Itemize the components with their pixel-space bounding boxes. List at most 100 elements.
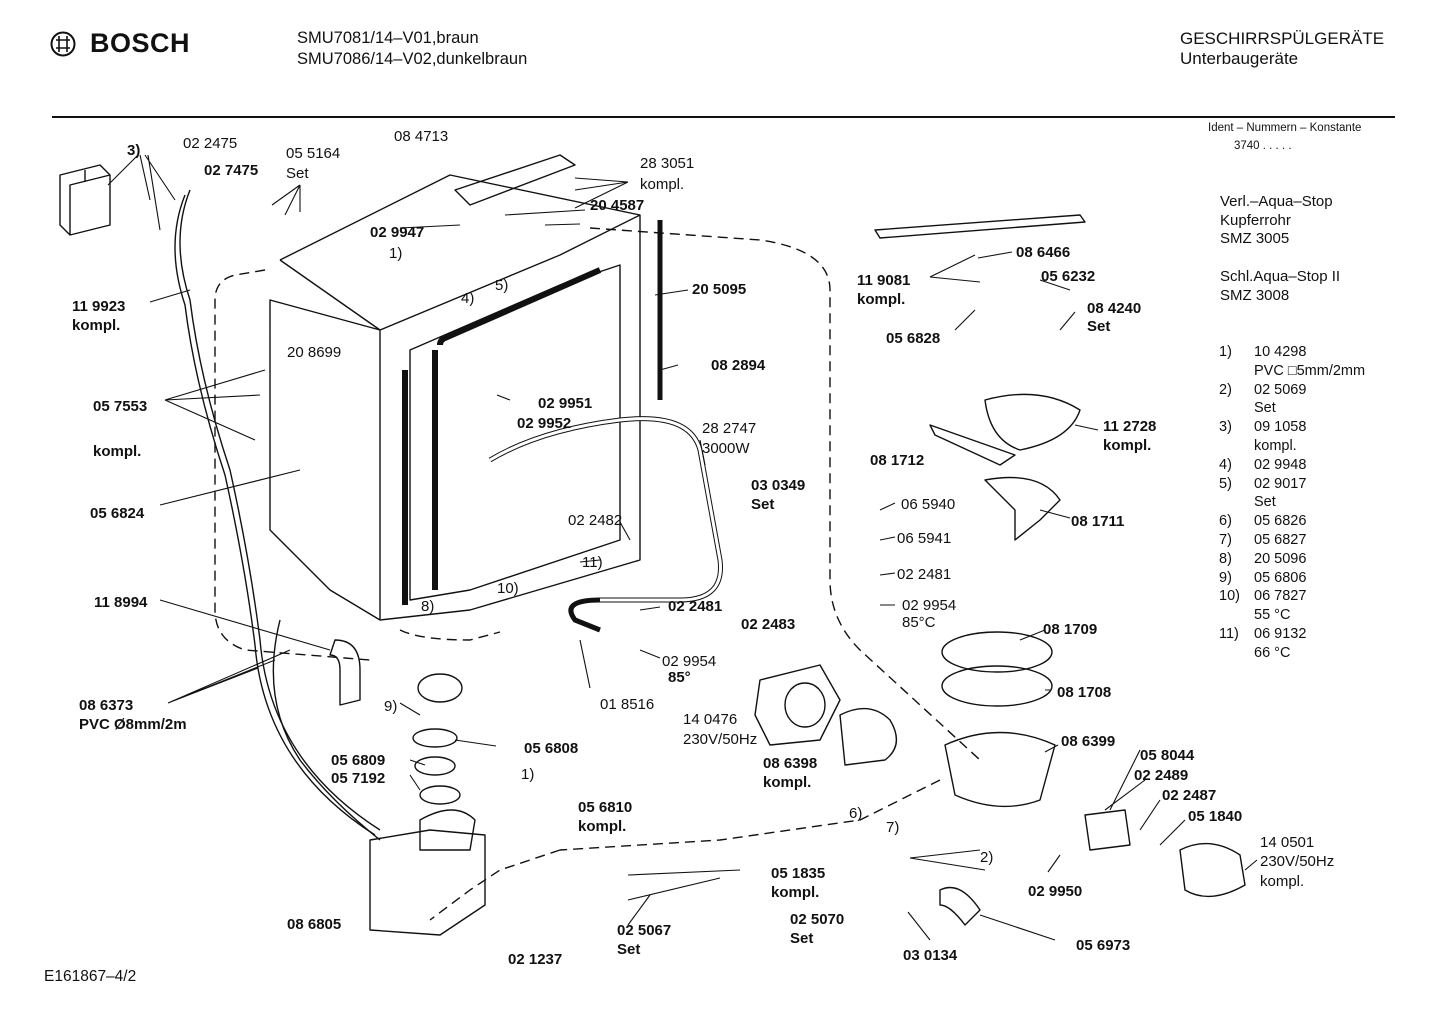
part-number-label: 11 9081	[857, 272, 910, 289]
upper-spray-arm	[874, 214, 1086, 239]
part-number-label: 11 8994	[94, 594, 148, 611]
legend-key: 2)	[1219, 381, 1232, 398]
part-number-label: kompl.	[1260, 873, 1304, 890]
legend-value: 05 6806	[1254, 569, 1307, 586]
legend-value: 02 5069	[1254, 381, 1307, 398]
part-number-label: 3000W	[702, 440, 750, 457]
drain-elbow	[939, 886, 981, 926]
part-number-label: 05 6973	[1076, 937, 1130, 954]
part-number-label: 3)	[127, 142, 140, 159]
legend-key: 8)	[1219, 550, 1232, 567]
filter-ring-upper	[941, 631, 1053, 673]
part-number-label: 2)	[980, 849, 993, 866]
legend-row: 55 °C	[1219, 606, 1365, 625]
brand-name: BOSCH	[90, 28, 191, 58]
note-line: SMZ 3008	[1220, 286, 1290, 304]
part-number-label: 08 4240	[1087, 300, 1141, 317]
note-aqua-stop-copper: Verl.–Aqua–Stop Kupferrohr SMZ 3005	[1220, 193, 1333, 249]
legend-value: 05 6827	[1254, 531, 1307, 548]
legend-row: 1)10 4298	[1219, 343, 1365, 362]
part-number-label: 08 6399	[1061, 733, 1115, 750]
pump-cover	[1084, 809, 1131, 851]
upper-spray-tube	[454, 154, 576, 206]
part-number-label: 14 0476	[683, 711, 737, 728]
part-number-label: 02 7475	[204, 162, 258, 179]
legend-key: 1)	[1219, 344, 1232, 360]
coarse-filter	[984, 476, 1061, 541]
legend-value: 20 5096	[1254, 550, 1307, 567]
part-number-label: 02 9947	[370, 224, 424, 241]
legend-row: kompl.	[1219, 437, 1365, 456]
part-number-label: 14 0501	[1260, 834, 1314, 851]
filter-cap	[417, 673, 463, 703]
part-number-label: 230V/50Hz	[1260, 853, 1334, 870]
note-aqua-stop-2: Schl.Aqua–Stop II SMZ 3008	[1220, 268, 1340, 305]
fine-filter	[984, 393, 1081, 451]
part-number-label: 02 9954	[662, 653, 716, 670]
legend-row: 10) 06 7827	[1219, 587, 1365, 606]
part-number-label: 02 2487	[1162, 787, 1216, 804]
part-number-label: kompl.	[72, 317, 120, 334]
housing-dashed-outline	[214, 227, 981, 921]
brand-logo: BOSCH	[50, 28, 190, 59]
part-number-label: 03 0349	[751, 477, 805, 494]
part-number-label: 20 5095	[692, 281, 746, 298]
part-number-label: 05 6824	[90, 505, 145, 522]
part-number-label: 7)	[886, 819, 899, 836]
legend-row: Set	[1219, 399, 1365, 418]
drain-pump	[1179, 842, 1246, 898]
legend-row: 8) 20 5096	[1219, 550, 1365, 569]
bosch-armature-icon	[50, 31, 76, 56]
part-number-label: Set	[1087, 318, 1110, 335]
legend-row: PVC □5mm/2mm	[1219, 362, 1365, 381]
part-number-label: 11)	[582, 554, 603, 571]
note-line: Kupferrohr	[1220, 211, 1291, 229]
part-number-label: 02 9954	[902, 597, 956, 614]
part-number-label: 03 0134	[903, 947, 958, 964]
part-number-label: Set	[617, 941, 640, 958]
part-number-label: 05 6809	[331, 752, 385, 769]
part-number-label: 08 6805	[287, 916, 341, 933]
sump-bowl	[944, 731, 1056, 808]
part-number-label: kompl.	[771, 884, 819, 901]
ident-label: Ident – Nummern – Konstante	[1208, 122, 1362, 134]
legend-key: 4)	[1219, 456, 1232, 473]
legend-row: 66 °C	[1219, 644, 1365, 663]
legend-value: Set	[1254, 400, 1276, 417]
part-number-label: 06 5941	[897, 530, 951, 547]
part-number-label: 85°C	[902, 614, 936, 631]
category-subtitle: Unterbaugeräte	[1180, 49, 1299, 68]
water-connection-elbow	[329, 639, 361, 706]
legend-value: 55 °C	[1254, 607, 1291, 624]
header-rule	[52, 116, 1395, 118]
part-number-label: 230V/50Hz	[683, 731, 757, 748]
legend-row: 11)06 9132	[1219, 625, 1365, 644]
part-number-label: 28 3051	[640, 155, 694, 172]
legend-value: PVC □5mm/2mm	[1254, 362, 1366, 379]
legend-value: 09 1058	[1254, 419, 1307, 436]
legend-row: Set	[1219, 493, 1365, 512]
drain-hose	[272, 619, 381, 841]
part-number-label: 11 2728	[1103, 418, 1156, 435]
part-number-label: 08 6398	[763, 755, 817, 772]
part-number-label: 06 5940	[901, 496, 955, 513]
part-number-label: 02 2481	[668, 598, 722, 615]
part-number-label: 01 8516	[600, 696, 654, 713]
part-number-label: 02 9952	[517, 415, 571, 432]
legend-key: 3)	[1219, 419, 1232, 436]
legend-key: 5)	[1219, 475, 1232, 492]
legend-value: Set	[1254, 494, 1276, 511]
part-number-label: 02 5067	[617, 922, 671, 939]
legend-key: 10)	[1219, 588, 1240, 605]
part-number-label: 8)	[421, 598, 434, 615]
part-number-label: 1)	[389, 245, 402, 262]
part-number-label: 05 1835	[771, 865, 825, 882]
part-number-label: 08 1712	[870, 452, 924, 469]
leader-lines	[107, 154, 1258, 941]
legend-row: 2) 02 5069	[1219, 381, 1365, 400]
water-supply-hose	[179, 189, 381, 831]
legend-key: 7)	[1219, 531, 1232, 548]
part-number-label: 05 6810	[578, 799, 632, 816]
legend-value: 06 7827	[1254, 588, 1307, 605]
